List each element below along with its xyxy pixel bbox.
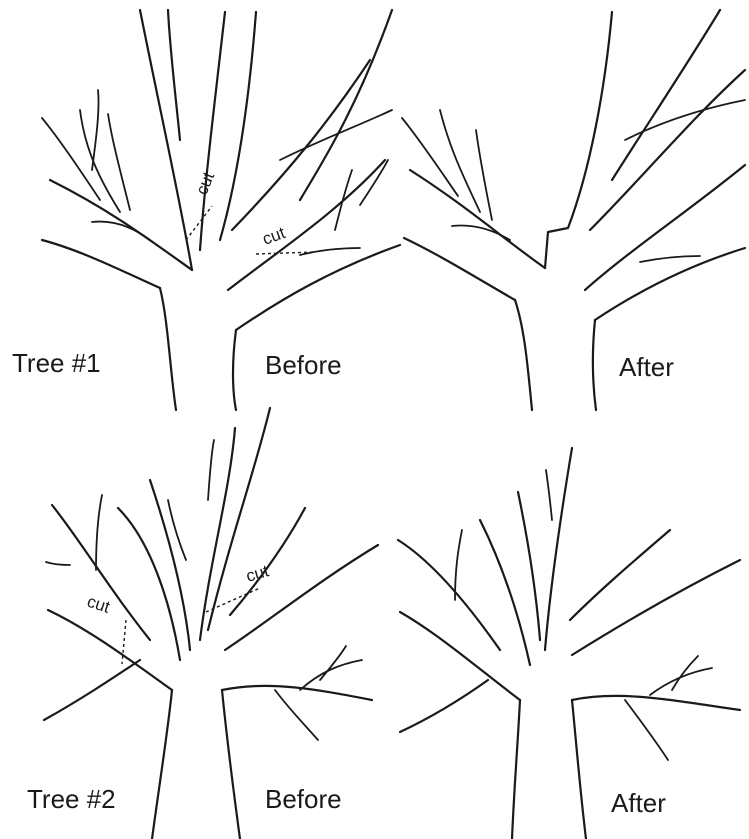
tree2-before-branch	[225, 545, 378, 650]
tree1-after-trunk-right	[593, 320, 596, 410]
tree2-after-trunk-left	[512, 700, 520, 839]
tree1-after-trunk-left	[515, 300, 532, 410]
tree1-after-twig	[640, 256, 700, 262]
tree2-before-branch	[48, 610, 172, 690]
tree2-after-twig	[650, 668, 712, 695]
tree2-before-cut-line	[206, 588, 260, 612]
tree2-after-label: After	[611, 788, 666, 818]
tree2-after-branch	[572, 696, 740, 710]
tree1-before-leader	[140, 10, 192, 270]
tree2-before-branch	[222, 686, 372, 700]
tree1-before-twig	[92, 222, 150, 240]
tree2-after-branch	[400, 680, 488, 732]
tree1-before-branch	[236, 245, 400, 330]
tree1-before-leader	[200, 12, 225, 250]
tree2-before-branch	[230, 508, 305, 615]
tree1-after-branch	[410, 170, 545, 268]
tree2-before-twig	[208, 440, 214, 500]
tree2-before-label: Before	[265, 784, 342, 814]
tree2-before-leader	[200, 428, 235, 640]
tree1-before-twig	[300, 248, 360, 255]
tree1-after-leader	[545, 12, 612, 268]
tree1-before-twig	[280, 110, 392, 160]
tree2-after-leader	[480, 520, 530, 665]
tree1-before-branch	[42, 240, 160, 288]
tree1-before-twig	[92, 90, 99, 170]
tree2-before-trunk-right	[222, 690, 240, 839]
tree1-cut-label-a: cut	[192, 169, 218, 197]
tree1-before-branch	[232, 60, 370, 230]
tree1-after-label: After	[619, 352, 674, 382]
tree2-before-twig	[300, 660, 362, 690]
tree1-before-twig	[80, 110, 120, 212]
tree2-label: Tree #2	[27, 784, 116, 814]
tree1-cut-label-b: cut	[260, 223, 288, 249]
tree2-after-branch	[572, 560, 740, 655]
tree1-before-label: Before	[265, 350, 342, 380]
tree2-before-twig	[275, 690, 318, 740]
tree1-after-twig	[440, 110, 480, 212]
tree2-after-twig	[455, 530, 462, 600]
tree1-before-branch	[300, 10, 392, 200]
tree2-before-branch	[44, 660, 140, 720]
tree2-before-twig	[96, 495, 102, 570]
tree1-after-twig	[625, 100, 745, 140]
tree2-cut-label-a: cut	[85, 592, 113, 617]
tree2-before-drawing	[44, 408, 378, 839]
tree1-before-twig	[42, 118, 100, 200]
tree2-after-twig	[546, 470, 552, 520]
tree2-after-drawing	[398, 448, 740, 839]
tree1-before-twig	[335, 170, 352, 230]
tree2-before-twig	[320, 646, 346, 680]
tree2-after-twig	[625, 700, 668, 760]
tree1-before-cut-line	[186, 206, 212, 240]
tree1-after-twig	[452, 226, 510, 240]
tree2-after-trunk-right	[572, 700, 586, 839]
tree2-after-branch	[400, 612, 520, 700]
tree1-after-drawing	[402, 10, 745, 410]
tree1-label: Tree #1	[12, 348, 101, 378]
tree2-after-branch	[398, 540, 500, 650]
tree2-after-leader	[545, 448, 572, 650]
tree1-before-trunk-right	[233, 330, 236, 410]
tree1-before-leader	[168, 10, 180, 140]
tree2-after-leader	[518, 492, 540, 640]
tree1-before-branch	[228, 160, 385, 290]
tree1-before-leader	[220, 12, 256, 240]
tree2-before-trunk-left	[152, 690, 172, 839]
tree1-after-branch	[595, 248, 745, 320]
tree1-before-twig	[108, 114, 130, 210]
tree1-after-branch	[404, 238, 515, 300]
tree1-before-trunk-left	[160, 288, 176, 410]
tree1-after-branch	[585, 165, 745, 290]
tree1-after-branch	[612, 10, 720, 180]
tree2-before-twig	[46, 562, 70, 565]
tree2-cut-label-b: cut	[244, 561, 271, 586]
